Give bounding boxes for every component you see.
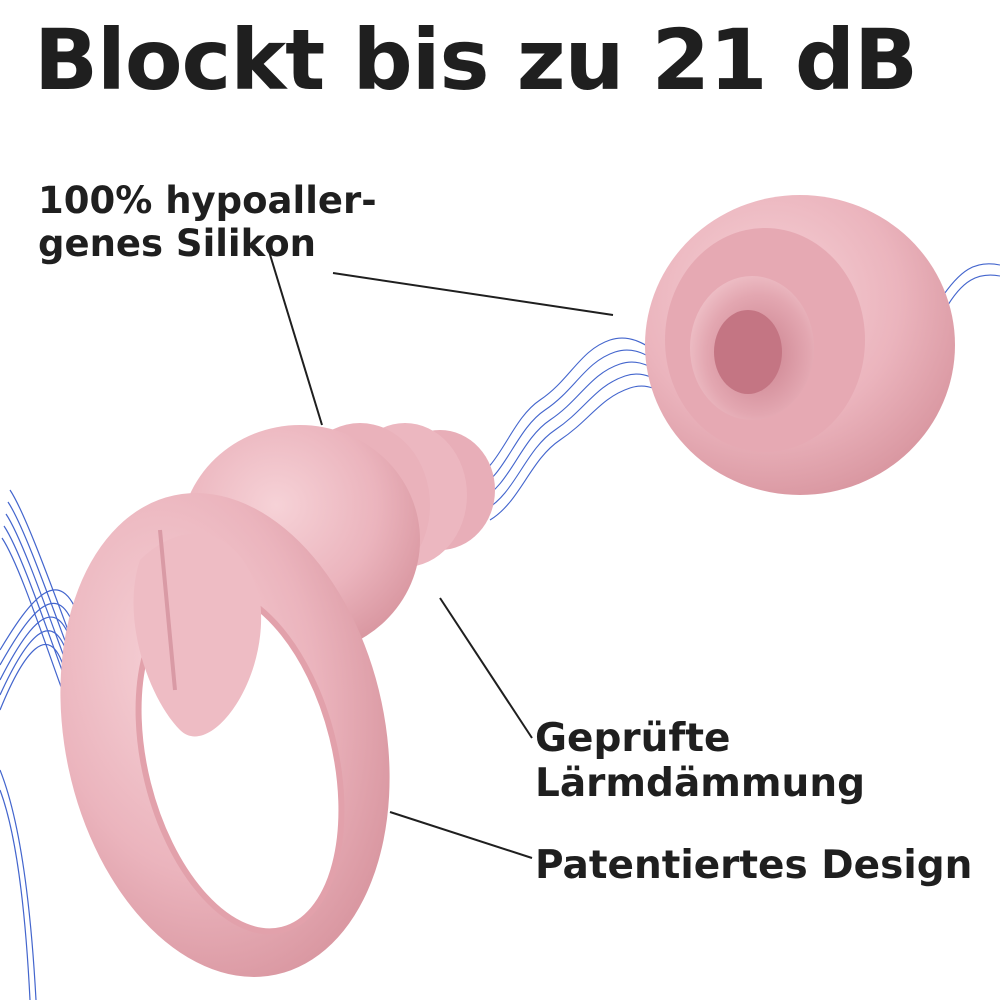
callout-lines (267, 247, 614, 859)
callout-design: Patentiertes Design (535, 843, 972, 888)
callout-material-line-2: genes Silikon (38, 221, 316, 265)
callout-material: 100% hypoaller- genes Silikon (38, 179, 377, 266)
callout-material-line-1: 100% hypoaller- (38, 179, 377, 222)
eartip-illustration (645, 195, 955, 495)
callout-noise-reduction: Geprüfte Lärmdämmung (535, 716, 865, 806)
page-title: Blockt bis zu 21 dB (34, 11, 918, 109)
callout-noise-line-2: Lärmdämmung (535, 761, 865, 807)
earplug-body (60, 423, 495, 977)
callout-noise-line-1: Geprüfte (535, 716, 731, 761)
callout-design-line-1: Patentiertes Design (535, 843, 973, 888)
